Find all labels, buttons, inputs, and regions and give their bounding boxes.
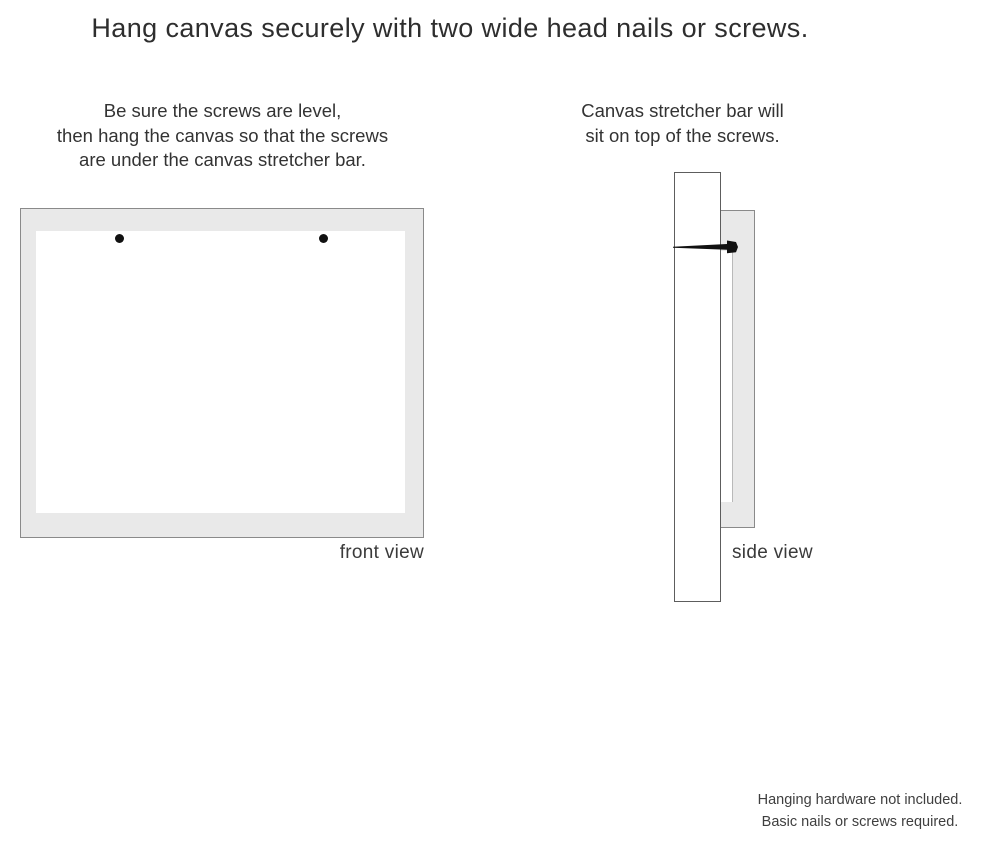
side-view-wall <box>674 172 721 602</box>
hardware-note: Hanging hardware not included. Basic nai… <box>735 790 985 833</box>
front-view-instruction-line: Be sure the screws are level, <box>103 100 342 121</box>
hardware-note-line: Basic nails or screws required. <box>761 813 959 830</box>
front-view-label: front view <box>339 542 424 563</box>
side-view-instruction: Canvas stretcher bar will sit on top of … <box>540 99 825 148</box>
front-view-instruction: Be sure the screws are level, then hang … <box>20 99 425 173</box>
front-view-canvas <box>20 208 424 538</box>
screw-head-dot <box>319 234 328 243</box>
page-title: Hang canvas securely with two wide head … <box>91 13 809 43</box>
screw-head-dot <box>115 234 124 243</box>
side-view-instruction-line: Canvas stretcher bar will <box>581 100 784 121</box>
front-view-canvas-inner <box>36 231 405 513</box>
hardware-note-line: Hanging hardware not included. <box>757 792 963 808</box>
side-view-instruction-line: sit on top of the screws. <box>585 124 780 146</box>
side-view-canvas-gap <box>721 251 733 502</box>
nail-icon <box>673 240 738 254</box>
front-view-instruction-line: then hang the canvas so that the screws <box>56 124 389 146</box>
front-view-instruction-line: are under the canvas stretcher bar. <box>79 149 366 170</box>
side-view-label: side view <box>732 542 813 563</box>
